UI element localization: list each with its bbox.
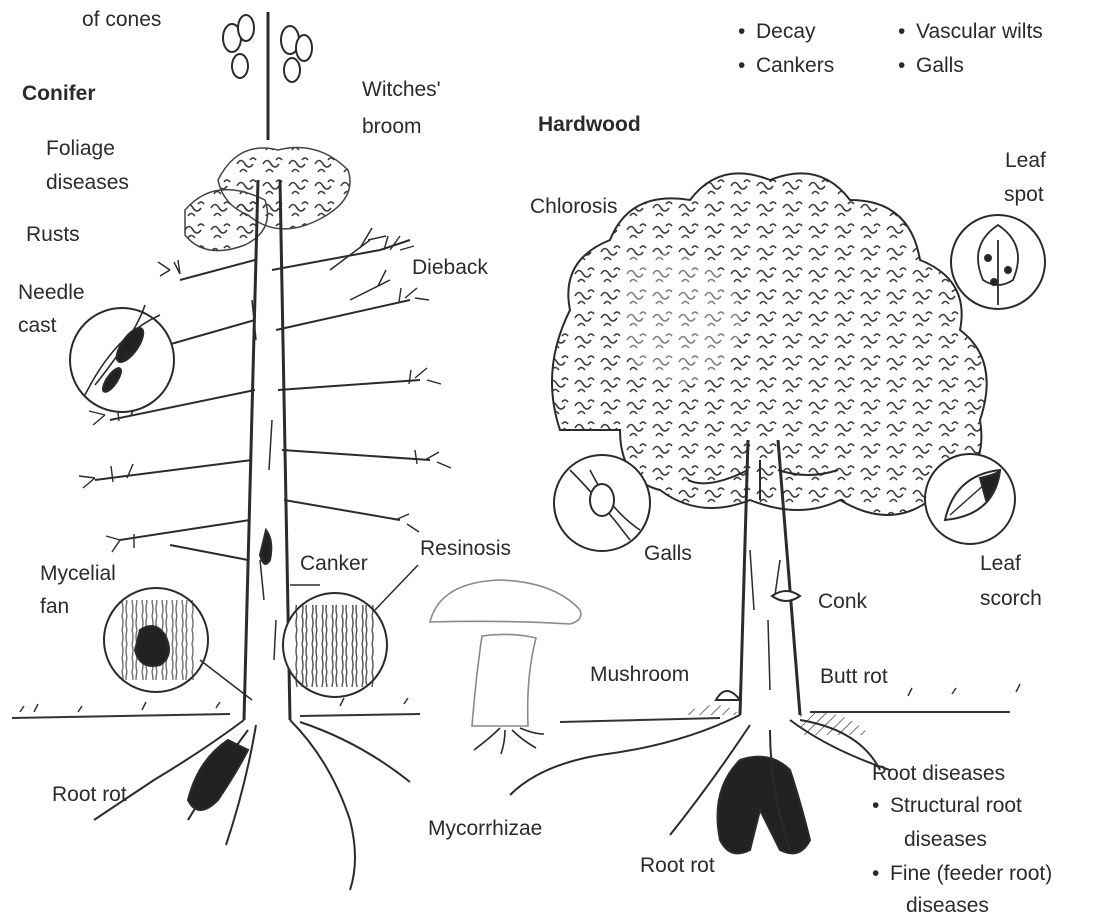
label-hardwood-root-rot: Root rot [640, 852, 715, 879]
root-diseases-heading: Root diseases [872, 760, 1005, 787]
galls-inset [554, 455, 650, 551]
label-leaf-scorch-1: Leaf [980, 550, 1021, 577]
label-leaf-spot-2: spot [1004, 181, 1044, 208]
mushroom-drawing [430, 580, 581, 754]
mycelial-fan-inset [104, 588, 252, 700]
list-item: •Decay [738, 18, 816, 45]
conifer-tree [79, 12, 451, 890]
label-needle-2: cast [18, 312, 57, 339]
label-dieback: Dieback [412, 254, 488, 281]
list-item: •Cankers [738, 52, 834, 79]
label-cones: of cones [82, 6, 161, 33]
list-item-continuation: diseases [904, 826, 987, 853]
list-item: •Fine (feeder root) [872, 860, 1052, 887]
label-butt-rot: Butt rot [820, 663, 888, 690]
leaf-spot-inset [951, 215, 1045, 309]
leaf-scorch-inset [925, 454, 1015, 544]
conifer-title: Conifer [22, 80, 96, 107]
list-item: •Vascular wilts [898, 18, 1043, 45]
list-item: •Galls [898, 52, 964, 79]
label-conifer-root-rot: Root rot [52, 781, 127, 808]
label-mycelial-2: fan [40, 593, 69, 620]
list-item: •Structural root [872, 792, 1022, 819]
label-rusts: Rusts [26, 221, 80, 248]
label-foliage-2: diseases [46, 169, 129, 196]
label-foliage-1: Foliage [46, 135, 115, 162]
label-conk: Conk [818, 588, 867, 615]
label-witches-broom-2: broom [362, 113, 422, 140]
label-witches-broom-1: Witches' [362, 76, 441, 103]
hardwood-title: Hardwood [538, 111, 641, 138]
label-leaf-spot-1: Leaf [1005, 147, 1046, 174]
label-galls: Galls [644, 540, 692, 567]
label-chlorosis: Chlorosis [530, 193, 618, 220]
label-mycelial-1: Mycelial [40, 560, 116, 587]
label-leaf-scorch-2: scorch [980, 585, 1042, 612]
label-mushroom: Mushroom [590, 661, 689, 688]
label-canker: Canker [300, 550, 368, 577]
label-mycorrhizae: Mycorrhizae [428, 815, 542, 842]
label-resinosis: Resinosis [420, 535, 511, 562]
list-item-continuation: diseases [906, 892, 989, 919]
needle-cast-inset [70, 305, 174, 412]
label-needle-1: Needle [18, 279, 85, 306]
